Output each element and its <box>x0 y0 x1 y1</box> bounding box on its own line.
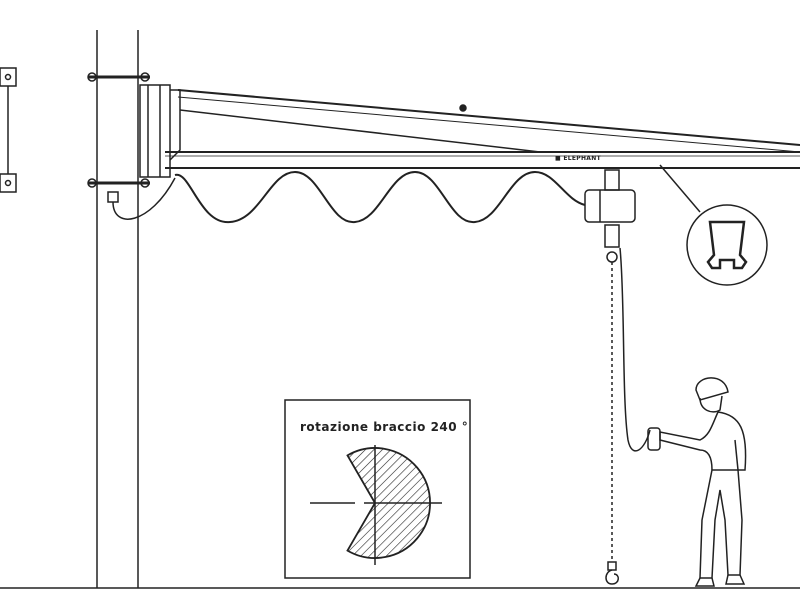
profile-detail-callout <box>659 164 768 286</box>
pendant-cable <box>619 247 651 452</box>
column-clamps <box>87 72 150 188</box>
tie-rods <box>177 89 800 153</box>
jib-boom <box>165 151 800 169</box>
pivot-bracket <box>139 84 181 178</box>
rotation-inset <box>284 399 471 579</box>
rotation-sector <box>346 447 431 559</box>
junction-box <box>107 177 176 220</box>
manufacturer-logo: ■ ELEPHANT <box>555 155 601 162</box>
column <box>96 30 139 588</box>
electric-chain-hoist <box>584 169 636 263</box>
logo-text: ELEPHANT <box>563 155 601 162</box>
wall-bracket <box>0 67 17 193</box>
hook <box>605 561 619 585</box>
inset-title: rotazione braccio 240 ° <box>300 420 469 434</box>
festoon-cable <box>174 170 586 224</box>
operator-figure <box>647 377 747 587</box>
